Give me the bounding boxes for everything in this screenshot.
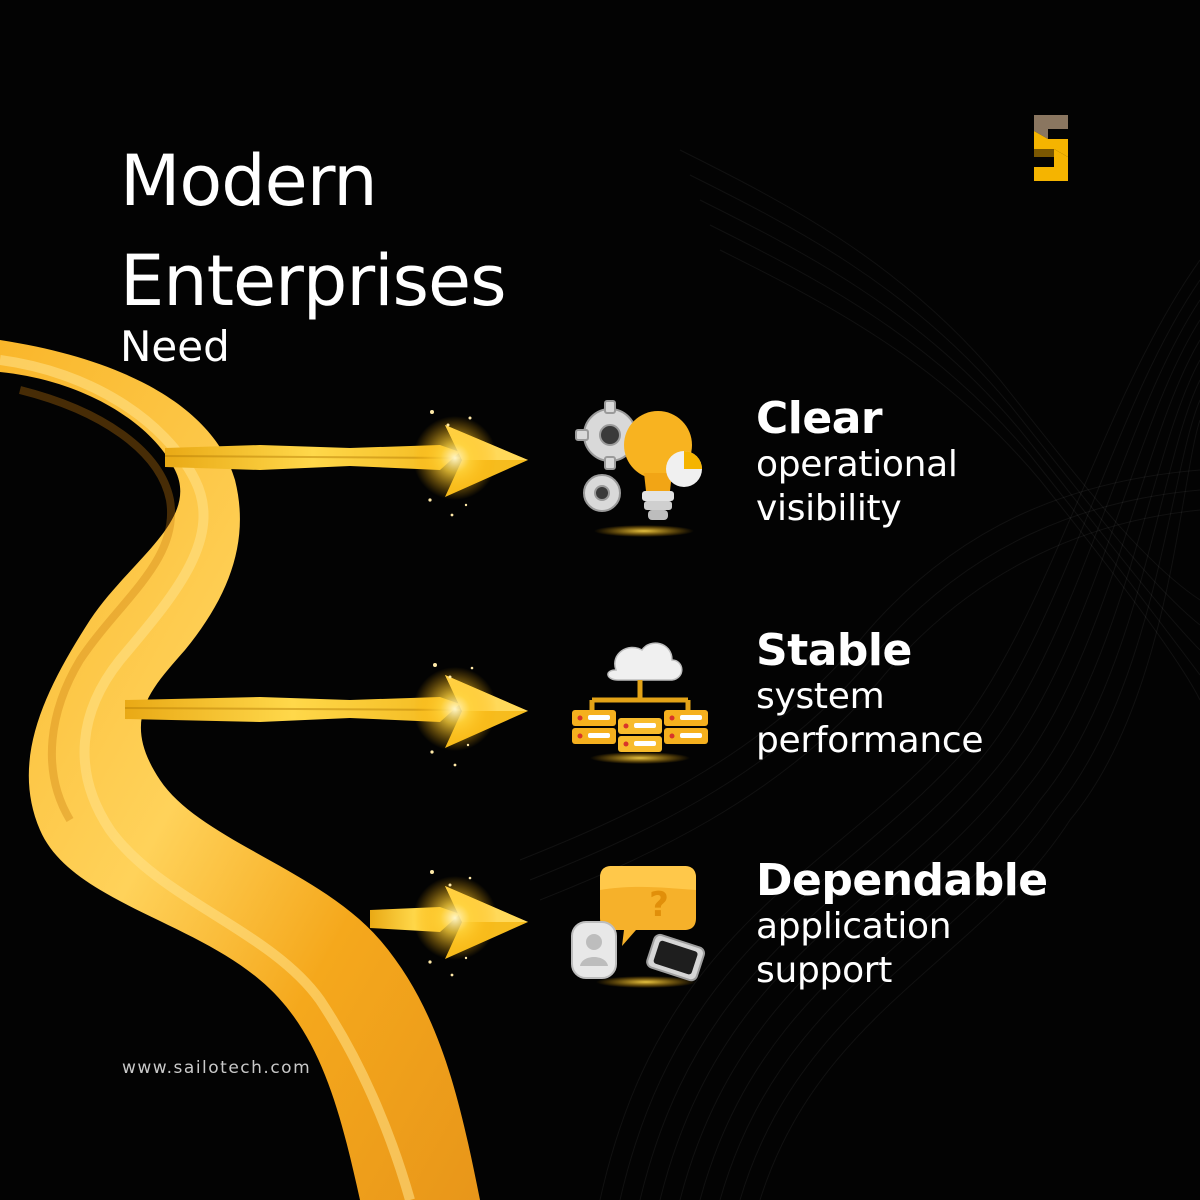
feature-title-2: Stable (756, 625, 912, 676)
feature-item-3: Dependable application support (756, 857, 1048, 993)
arrow-2 (124, 667, 528, 751)
feature-line-1a: operational (756, 444, 958, 485)
feature-line-3a: application (756, 906, 952, 947)
support-chat-icon: ? (571, 866, 706, 988)
sparkles (428, 410, 474, 977)
arrow-3 (370, 876, 528, 960)
svg-text:?: ? (649, 885, 669, 925)
headline-line-3: Need (120, 322, 230, 371)
ribbon-body (0, 340, 480, 1200)
website-url[interactable]: www.sailotech.com (122, 1058, 312, 1078)
feature-line-2b: performance (756, 720, 984, 761)
feature-line-2a: system (756, 676, 885, 717)
feature-line-1b: visibility (756, 488, 902, 529)
headline-line-2: Enterprises (120, 240, 507, 322)
headline-line-1: Modern (120, 140, 378, 222)
cloud-server-icon (572, 642, 708, 764)
feature-item-2: Stable system performance (756, 625, 984, 763)
feature-title-3: Dependable (756, 855, 1048, 906)
sailotech-logo (1034, 115, 1068, 181)
gear-lightbulb-icon (575, 400, 702, 537)
feature-line-3b: support (756, 950, 893, 991)
feature-title-1: Clear (756, 393, 883, 444)
feature-item-1: Clear operational visibility (756, 395, 958, 531)
arrow-1 (164, 416, 528, 500)
